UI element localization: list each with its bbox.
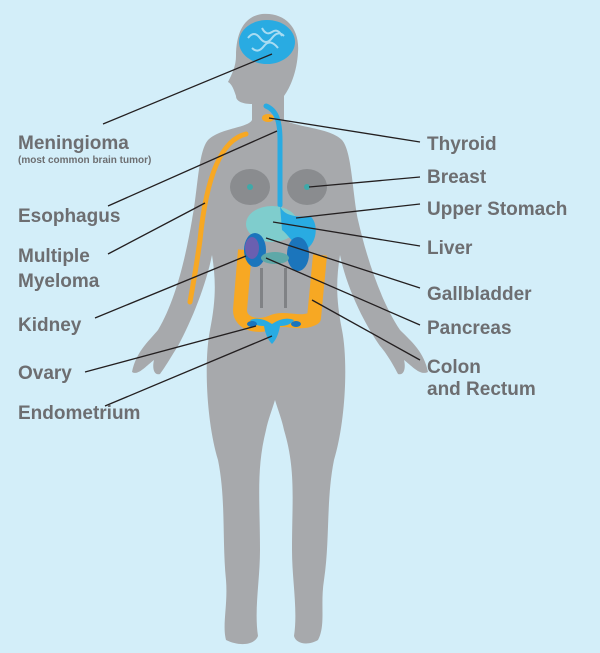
label-kidney: Kidney <box>18 315 82 336</box>
label-esophagus: Esophagus <box>18 206 121 227</box>
line-liver <box>272 221 421 247</box>
line-pancreas <box>265 257 421 326</box>
ovary-right <box>291 321 301 327</box>
line-thyroid <box>268 117 421 143</box>
uterus <box>250 318 294 344</box>
line-breast <box>308 176 421 188</box>
line-colon <box>311 299 421 361</box>
label-breast: Breast <box>427 167 487 188</box>
label-thyroid: Thyroid <box>427 134 497 155</box>
line-ovary <box>84 325 257 373</box>
kidney-right <box>287 237 309 271</box>
label-upper-stomach: Upper Stomach <box>427 199 568 220</box>
label-rectum: and Rectum <box>427 379 536 400</box>
line-upper-stomach <box>295 203 421 219</box>
label-gallbladder: Gallbladder <box>427 284 532 305</box>
colon <box>233 249 327 332</box>
breast-left-center <box>247 184 253 190</box>
body-silhouette <box>132 13 428 645</box>
label-meningioma: Meningioma <box>18 133 129 154</box>
label-liver: Liver <box>427 238 473 259</box>
label-colon: Colon <box>427 357 481 378</box>
line-endometrium <box>104 335 273 407</box>
ovary-left <box>247 321 257 327</box>
brain-folds <box>247 27 285 52</box>
pancreas <box>261 252 289 264</box>
label-endometrium: Endometrium <box>18 403 141 424</box>
thyroid <box>262 114 274 122</box>
myeloma-bone-marrow <box>187 131 249 305</box>
gallbladder <box>245 237 259 259</box>
leader-lines <box>84 53 421 407</box>
line-gallbladder <box>265 237 421 289</box>
label-myeloma: Myeloma <box>18 271 100 292</box>
breast-right-center <box>304 184 310 190</box>
line-kidney <box>94 255 247 319</box>
line-esophagus <box>107 130 278 207</box>
label-meningioma-note: (most common brain tumor) <box>18 155 152 166</box>
line-myeloma <box>107 202 206 255</box>
line-meningioma <box>102 53 273 125</box>
ureter-left <box>260 268 263 308</box>
label-pancreas: Pancreas <box>427 318 512 339</box>
label-ovary: Ovary <box>18 363 72 384</box>
ureter-right <box>284 268 287 308</box>
label-multiple: Multiple <box>18 246 90 267</box>
